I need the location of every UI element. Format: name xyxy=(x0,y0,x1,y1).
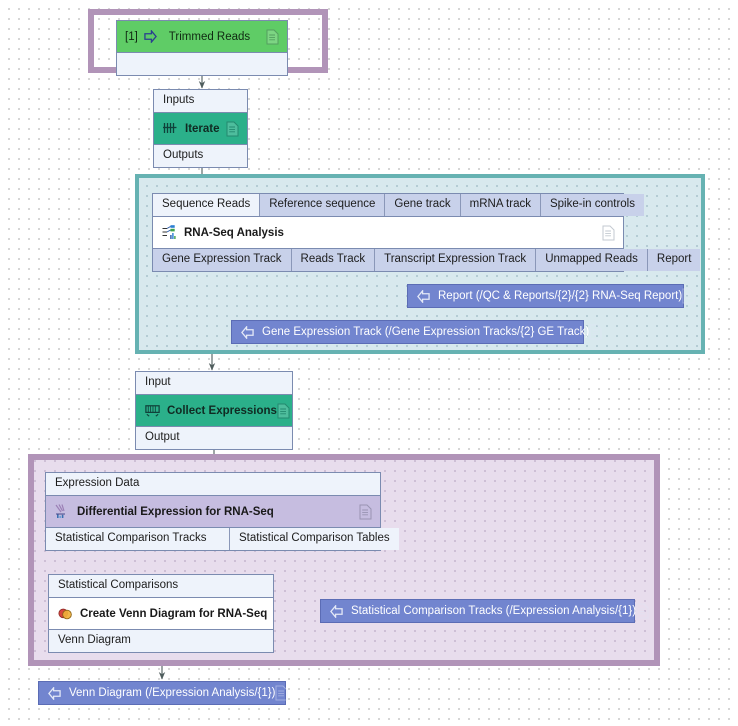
document-icon[interactable] xyxy=(226,121,239,137)
node-trimmed-reads-label: Trimmed Reads xyxy=(168,30,251,43)
output-ref-report[interactable]: Report (/QC & Reports/{2}/{2} RNA-Seq Re… xyxy=(407,284,695,308)
venn-diagram-icon xyxy=(58,608,72,620)
node-rnaseq-label: RNA-Seq Analysis xyxy=(184,226,284,239)
rnaseq-analysis-icon xyxy=(162,225,176,239)
node-collect-output-row: Output xyxy=(136,426,292,449)
output-ref-gene-expression-track[interactable]: Gene Expression Track (/Gene Expression … xyxy=(231,320,602,344)
port-gene-track[interactable]: Gene track xyxy=(385,194,461,216)
output-arrow-icon xyxy=(241,325,254,339)
port-collect-input[interactable]: Input xyxy=(136,372,292,394)
output-arrow-icon xyxy=(48,686,61,700)
output-ref-venn-diagram[interactable]: Venn Diagram (/Expression Analysis/{1}) xyxy=(38,681,288,705)
port-reference-sequence[interactable]: Reference sequence xyxy=(260,194,386,216)
node-trimmed-reads-output-row xyxy=(117,52,287,75)
node-diffexp-header[interactable]: Differential Expression for RNA-Seq xyxy=(46,496,380,527)
node-rnaseq-output-row: Gene Expression Track Reads Track Transc… xyxy=(153,248,701,271)
iterate-icon xyxy=(163,123,177,133)
port-mrna-track[interactable]: mRNA track xyxy=(460,194,541,216)
node-iterate[interactable]: Inputs Iterate Outputs xyxy=(153,89,248,168)
document-icon[interactable] xyxy=(277,403,290,419)
document-icon[interactable] xyxy=(589,324,602,340)
port-statistical-comparison-tracks[interactable]: Statistical Comparison Tracks xyxy=(46,528,230,550)
output-arrow-icon xyxy=(330,604,343,618)
node-collect-expressions[interactable]: Input Collect Expressions Output xyxy=(135,371,293,450)
node-rnaseq-header[interactable]: RNA-Seq Analysis xyxy=(153,217,623,248)
document-icon[interactable] xyxy=(636,603,649,619)
output-ref-venn-diagram-label: Venn Diagram (/Expression Analysis/{1}) xyxy=(69,687,276,699)
node-iterate-input-row: Inputs xyxy=(154,90,247,113)
output-ref-statistical-comparison-tracks[interactable]: Statistical Comparison Tracks (/Expressi… xyxy=(320,599,649,623)
node-rnaseq-input-row: Sequence Reads Reference sequence Gene t… xyxy=(153,194,644,217)
output-ref-statistical-comparison-tracks-label: Statistical Comparison Tracks (/Expressi… xyxy=(351,605,637,617)
output-ref-report-label: Report (/QC & Reports/{2}/{2} RNA-Seq Re… xyxy=(438,290,683,302)
document-icon[interactable] xyxy=(359,504,372,520)
port-statistical-comparisons[interactable]: Statistical Comparisons xyxy=(49,575,273,597)
node-venn-label: Create Venn Diagram for RNA-Seq xyxy=(80,607,268,620)
node-rnaseq-analysis[interactable]: Sequence Reads Reference sequence Gene t… xyxy=(152,193,701,272)
port-gene-expression-track[interactable]: Gene Expression Track xyxy=(153,249,292,271)
node-iterate-label: Iterate xyxy=(185,122,220,135)
port-sequence-reads[interactable]: Sequence Reads xyxy=(153,194,261,216)
node-collect-header[interactable]: Collect Expressions xyxy=(136,395,292,426)
node-collect-label: Collect Expressions xyxy=(167,404,277,417)
port-report[interactable]: Report xyxy=(647,249,701,271)
node-iterate-header[interactable]: Iterate xyxy=(154,113,247,144)
node-venn-header[interactable]: Create Venn Diagram for RNA-Seq xyxy=(49,598,273,629)
port-transcript-expression-track[interactable]: Transcript Expression Track xyxy=(375,249,537,271)
node-index-label: [1] xyxy=(125,30,138,43)
node-create-venn-diagram[interactable]: Statistical Comparisons Create Venn Diag… xyxy=(48,574,274,653)
port-iterate-inputs[interactable]: Inputs xyxy=(154,90,247,112)
node-trimmed-reads-title: [1] Trimmed Reads xyxy=(125,30,266,43)
node-diffexp-label: Differential Expression for RNA-Seq xyxy=(77,505,274,518)
node-collect-input-row: Input xyxy=(136,372,292,395)
node-venn-input-row: Statistical Comparisons xyxy=(49,575,273,598)
input-arrow-icon xyxy=(144,30,157,43)
node-iterate-output-row: Outputs xyxy=(154,144,247,167)
document-icon[interactable] xyxy=(275,685,288,701)
output-ref-gene-expression-track-label: Gene Expression Track (/Gene Expression … xyxy=(262,326,590,338)
node-venn-output-row: Venn Diagram xyxy=(49,629,273,652)
collect-expressions-icon xyxy=(145,405,160,417)
document-icon[interactable] xyxy=(266,29,279,45)
port-reads-track[interactable]: Reads Track xyxy=(291,249,376,271)
document-icon[interactable] xyxy=(602,225,615,241)
port-expression-data[interactable]: Expression Data xyxy=(46,473,380,495)
port-unmapped-reads[interactable]: Unmapped Reads xyxy=(536,249,648,271)
port-trimmed-reads-output[interactable] xyxy=(117,53,287,75)
document-icon[interactable] xyxy=(682,288,695,304)
differential-expression-icon xyxy=(55,504,65,518)
port-spike-in-controls[interactable]: Spike-in controls xyxy=(540,194,644,216)
port-venn-diagram-output[interactable]: Venn Diagram xyxy=(49,630,273,652)
port-collect-output[interactable]: Output xyxy=(136,427,292,449)
port-statistical-comparison-tables[interactable]: Statistical Comparison Tables xyxy=(230,528,399,550)
output-arrow-icon xyxy=(417,289,430,303)
node-differential-expression[interactable]: Expression Data Differential Expression … xyxy=(45,472,399,551)
node-diffexp-input-row: Expression Data xyxy=(46,473,380,496)
node-trimmed-reads-header[interactable]: [1] Trimmed Reads xyxy=(117,21,287,52)
port-iterate-outputs[interactable]: Outputs xyxy=(154,145,247,167)
node-trimmed-reads[interactable]: [1] Trimmed Reads xyxy=(116,20,288,76)
node-diffexp-output-row: Statistical Comparison Tracks Statistica… xyxy=(46,527,399,550)
